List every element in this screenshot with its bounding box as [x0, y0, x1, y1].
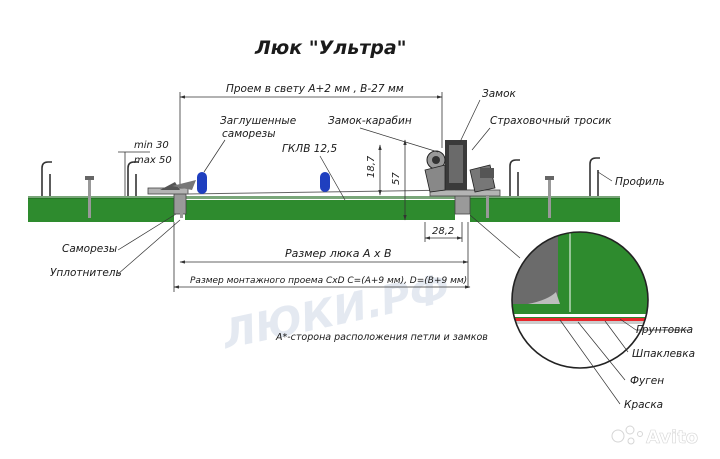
- board-top-edge: [28, 196, 620, 199]
- hidden-screws: [197, 172, 330, 194]
- min-label: min 30: [134, 140, 169, 151]
- hatch-size-dimension: Размер люка А х В Размер монтажного прое…: [173, 222, 471, 292]
- gklv-label: ГКЛВ 12,5: [282, 143, 337, 155]
- avito-text: Avito: [646, 427, 698, 448]
- primer-label: Грунтовка: [636, 324, 693, 336]
- screw-icon: [85, 176, 554, 218]
- min-max-dimension: min 30 max 50: [118, 140, 172, 196]
- opening-size-label: Проем в свету А+2 мм , В-27 мм: [226, 83, 404, 95]
- page-title: Люк "Ультра": [254, 37, 407, 59]
- note-text: А*-сторона расположения петли и замков: [275, 332, 488, 343]
- screws-label: Саморезы: [62, 243, 117, 255]
- dim-28-2: 28,2: [432, 226, 454, 237]
- ceiling-board-left: [28, 198, 174, 222]
- dim-28-2-group: 28,2: [424, 222, 463, 242]
- lock-carabiner-label: Замок-карабин: [328, 115, 412, 127]
- profile-clip-icon: [41, 157, 600, 196]
- layer-labels: Грунтовка Шпаклевка Фуген Краска: [559, 318, 695, 411]
- avito-logo-icon: Avito: [611, 425, 698, 448]
- hatch-size-label: Размер люка А х В: [285, 247, 392, 260]
- grout-label: Фуген: [630, 375, 664, 387]
- profile-label: Профиль: [615, 176, 665, 188]
- lock-label: Замок: [482, 88, 517, 100]
- hidden-screws-label-2: саморезы: [222, 128, 276, 140]
- max-label: max 50: [134, 155, 172, 166]
- height-dimensions: 18,7 57: [366, 139, 407, 221]
- paint-label: Краска: [624, 399, 663, 411]
- putty-label: Шпаклевка: [632, 348, 695, 360]
- latch-clip: [172, 180, 196, 190]
- lock-mechanism-icon: [424, 140, 496, 193]
- hidden-screws-label-1: Заглушенные: [220, 115, 296, 127]
- mount-opening-label: Размер монтажного проема СхD С=(А+9 мм),…: [190, 276, 467, 286]
- dim-57: 57: [391, 172, 402, 185]
- hatch-board: [185, 200, 455, 220]
- ceiling-board-right: [470, 198, 620, 222]
- dim-18-7: 18,7: [366, 155, 377, 178]
- sealant-label: Уплотнитель: [50, 267, 122, 279]
- opening-size-dimension: Проем в свету А+2 мм , В-27 мм: [179, 83, 443, 195]
- sealant-profile: [160, 182, 180, 190]
- safety-cable-label: Страховочный тросик: [490, 115, 612, 127]
- zoom-detail: [511, 231, 649, 369]
